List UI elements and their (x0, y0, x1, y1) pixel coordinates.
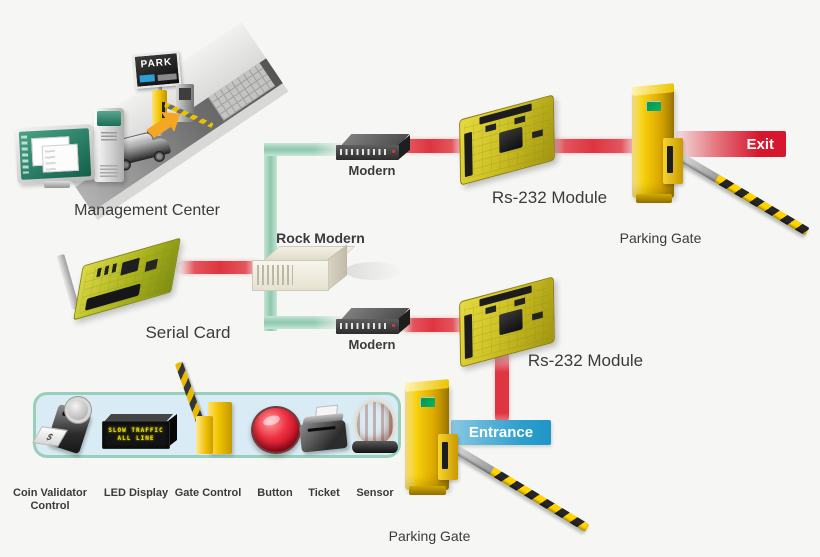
sensor-label: Sensor (356, 487, 394, 499)
rs232-board (459, 94, 555, 186)
tower-vents (101, 132, 117, 142)
led-front-face: SLOW TRAFFIC ALL LINE (102, 421, 170, 449)
rock-modem-shadow (345, 262, 403, 280)
scene-gate-slot (162, 102, 165, 118)
park-sign-subpanel (157, 73, 177, 81)
gate-arm-slot (667, 146, 673, 173)
modem-front-face (336, 319, 399, 334)
button-round (251, 406, 301, 454)
connector-red-module-to-entrance (495, 350, 509, 424)
ticket-icon (297, 403, 354, 460)
gate-foot (409, 486, 447, 495)
parking-gate-icon-bottom (403, 379, 613, 542)
computer-tower-icon (94, 108, 124, 182)
rock-modem-vents (257, 265, 293, 285)
button-icon (249, 404, 301, 456)
gate-logo (646, 101, 661, 111)
monitor-frame (14, 123, 96, 185)
led-text-line1: SLOW TRAFFIC (108, 426, 164, 434)
barrier-arm-icon-top (663, 144, 810, 236)
connector-red-module-to-gate-top (546, 139, 640, 153)
entrance-banner: Entrance (451, 420, 551, 445)
connector-green-bottom (264, 316, 348, 329)
ticket-printer-slot (307, 425, 336, 432)
kiosk-screen (179, 88, 191, 100)
gate-arm-slot (442, 442, 448, 469)
gate-control-icon (174, 358, 240, 458)
exit-banner: Exit (676, 131, 786, 157)
rs232-connector-left (464, 313, 473, 360)
gate-arm-housing (438, 434, 458, 480)
modem-lights (340, 323, 386, 329)
monitor-stand (44, 181, 70, 188)
entrance-label: Entrance (468, 424, 534, 441)
coin-validator-icon: $ (32, 396, 96, 458)
barrier-arm-icon-bottom (435, 434, 590, 532)
parking-gate-icon-top (630, 83, 820, 246)
connector-green-top (264, 143, 348, 156)
rs232-module-label-top: Rs-232 Module (491, 188, 608, 207)
serial-card-board (73, 237, 181, 321)
rs232-connector-left (464, 131, 473, 178)
gate-foot (636, 194, 672, 203)
coin-validator-label: Coin Validator Control (13, 487, 87, 512)
sensor-streaks (357, 402, 393, 444)
monitor-toolbar (20, 135, 29, 174)
rock-modem-label: Rock Modern (276, 230, 365, 246)
exit-label: Exit (746, 135, 774, 153)
sensor-icon (352, 400, 398, 456)
led-display-icon: SLOW TRAFFIC ALL LINE (102, 413, 178, 450)
monitor-icon (14, 123, 100, 192)
rock-modem-front-face (252, 260, 329, 291)
button-highlight (262, 413, 281, 428)
modem-label-top: Modern (348, 163, 396, 178)
gate-logo (420, 397, 435, 407)
ticket-printer-body (299, 419, 348, 453)
tower-top-panel (97, 111, 121, 126)
gate-arm-housing (663, 138, 683, 184)
sensor-base (352, 441, 398, 453)
button-label: Button (257, 487, 293, 499)
led-text-line2: ALL LINE (117, 435, 155, 442)
gate-pillar-top (632, 83, 683, 203)
gate-control-front (196, 416, 213, 454)
led-display-label: LED Display (103, 487, 169, 499)
dollar-symbol: $ (44, 431, 56, 442)
serial-card-label: Serial Card (145, 323, 231, 342)
park-sign-blue-chip (139, 74, 155, 83)
modem-led (392, 150, 395, 153)
rock-modem-icon (252, 244, 362, 298)
monitor-window-2 (41, 143, 79, 173)
connector-red-serial-to-rock (178, 261, 262, 274)
gate-cap (405, 379, 449, 392)
gate-control-label: Gate Control (174, 487, 242, 499)
modem-led (392, 324, 395, 327)
connector-red-modem-to-module-bottom (400, 318, 466, 332)
monitor-screen (18, 128, 92, 180)
modem-label-bottom: Modern (348, 337, 396, 352)
park-sign-text: PARK (140, 56, 173, 71)
modem-lights (340, 149, 386, 155)
tower-grill (100, 165, 118, 177)
coin-icon (64, 396, 92, 424)
parking-gate-label-bottom: Parking Gate (388, 528, 471, 544)
serial-card-icon (56, 237, 197, 332)
modem-icon-top (336, 134, 412, 164)
modem-front-face (336, 145, 399, 160)
park-sign-icon: PARK (132, 51, 182, 89)
modem-icon-bottom (336, 308, 412, 338)
rs232-module-icon-top (450, 94, 570, 186)
rs232-module-label-bottom: Rs-232 Module (527, 351, 644, 370)
gate-cap (632, 83, 674, 96)
sensor-dome (357, 402, 393, 444)
gate-pillar-bottom (405, 379, 458, 495)
parking-gate-label-top: Parking Gate (619, 230, 702, 246)
ticket-label: Ticket (308, 487, 340, 499)
management-center-label: Management Center (74, 202, 220, 219)
connector-red-modem-to-module-top (394, 139, 466, 153)
